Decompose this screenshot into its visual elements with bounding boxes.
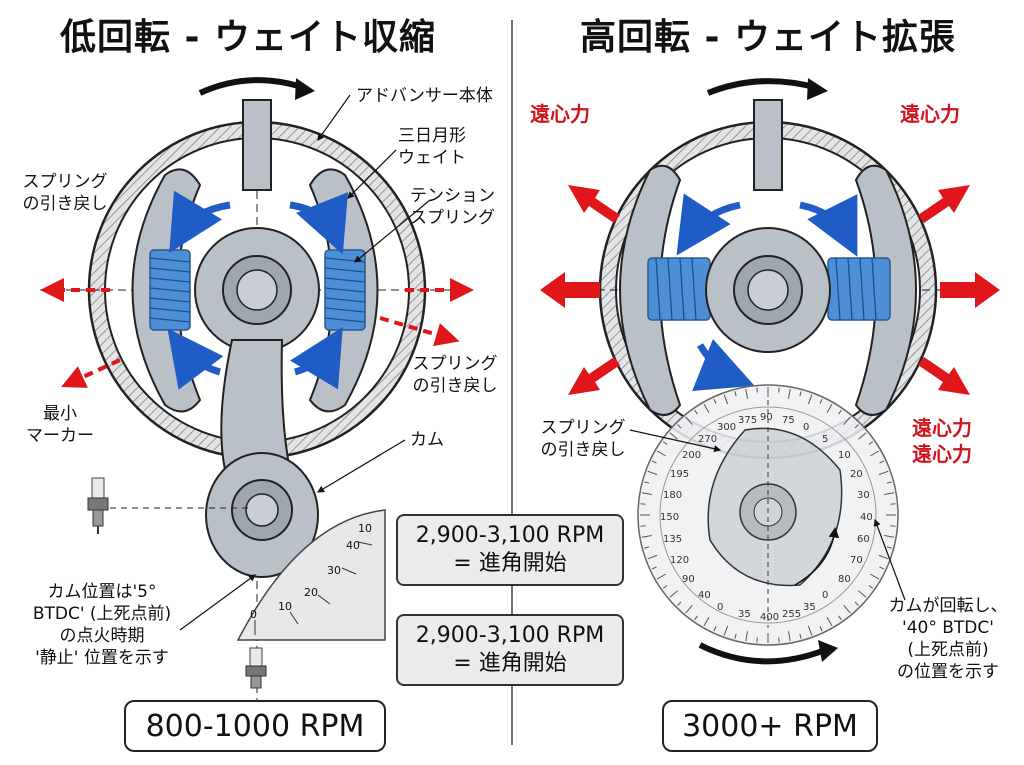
protractor-tick-label: 195 [670, 469, 690, 480]
protractor-tick-label: 180 [663, 490, 683, 501]
cam-note-left-1: カム位置は'5° [47, 582, 157, 602]
centrifugal-label-bottom-2: 遠心力 [912, 442, 972, 466]
protractor-tick-label: 5 [822, 434, 829, 445]
protractor-tick-label: 300 [717, 422, 737, 433]
spring-return-right-panel-1: スプリング [540, 418, 626, 438]
shaft-top [242, 99, 272, 191]
cam-arm [220, 339, 292, 471]
label-spring-return-left-1: スプリング [22, 172, 108, 192]
right-mechanism [540, 78, 1000, 665]
protractor-tick-label: 400 [760, 612, 780, 623]
scale-tick: 20 [304, 586, 318, 599]
cam-note-right-1: カムが回転し、 [888, 596, 1008, 616]
protractor-tick-label: 90 [760, 412, 773, 423]
scale-tick: 10 [358, 522, 372, 535]
centrifugal-label-top-left: 遠心力 [530, 102, 590, 126]
protractor-tick-label: 70 [850, 555, 863, 566]
centrifugal-label-top-right: 遠心力 [900, 102, 960, 126]
spark-plug-icon-upper [87, 477, 109, 534]
rpm-badge-right: 3000+ RPM [662, 700, 878, 752]
rpm-badge-left: 800-1000 RPM [124, 700, 386, 752]
rpm-info-box-2-line1: 2,900-3,100 RPM [415, 623, 605, 648]
protractor-tick-label: 270 [698, 434, 718, 445]
scale-tick: 30 [327, 564, 341, 577]
spring-return-right-panel-2: の引き戻し [540, 440, 626, 460]
centrifugal-label-bottom-1: 遠心力 [912, 416, 972, 440]
protractor-tick-label: 150 [660, 512, 680, 523]
label-spring-return-right-1: スプリング [412, 354, 498, 374]
rpm-info-box-2-line2: = 進角開始 [453, 651, 567, 676]
protractor-tick-label: 35 [803, 602, 816, 613]
label-min-marker-1: 最小 [43, 404, 77, 424]
label-min-marker-2: マーカー [26, 426, 94, 446]
protractor-tick-label: 0 [717, 602, 724, 613]
rpm-info-box-1-line1: 2,900-3,100 RPM [415, 523, 605, 548]
protractor-tick-label: 375 [738, 415, 758, 426]
rpm-info-box-1: 2,900-3,100 RPM = 進角開始 [396, 514, 624, 586]
left-mechanism [40, 77, 474, 700]
label-spring-return-left-2: の引き戻し [22, 194, 108, 214]
protractor-tick-label: 255 [782, 609, 802, 620]
label-cam: カム [410, 430, 444, 450]
protractor-tick-label: 30 [857, 490, 870, 501]
protractor-tick-label: 35 [738, 609, 751, 620]
label-tension-spring-2: スプリング [410, 208, 495, 228]
scale-tick: 40 [346, 539, 360, 552]
protractor-tick-label: 135 [663, 534, 683, 545]
rotation-arrow-left [198, 77, 306, 96]
protractor-tick-label: 120 [670, 555, 690, 566]
scale-tick: 10 [278, 600, 292, 613]
cam-note-left-4: '静止' 位置を示す [35, 648, 169, 668]
cam-note-right-2: '40° BTDC' [902, 618, 994, 638]
protractor-tick-label: 75 [782, 415, 795, 426]
rpm-info-box-1-line2: = 進角開始 [453, 551, 567, 576]
left-title: 低回転 - ウェイト収縮 [60, 17, 437, 58]
cam-note-right-4: の位置を示す [897, 662, 999, 682]
cam-note-right-3: (上死点前) [907, 640, 989, 660]
rpm-info-box-2: 2,900-3,100 RPM = 進角開始 [396, 614, 624, 686]
label-crescent-weight-2: ウェイト [398, 148, 466, 168]
scale-tick: 0 [250, 608, 257, 621]
label-tension-spring-1: テンション [410, 186, 495, 206]
cam-note-left-2: BTDC' (上死点前) [32, 604, 172, 624]
right-title: 高回転 - ウェイト拡張 [580, 17, 957, 58]
protractor-tick-label: 90 [682, 574, 695, 585]
protractor-tick-label: 200 [682, 450, 702, 461]
protractor-tick-label: 80 [838, 574, 851, 585]
protractor-tick-label: 60 [857, 534, 870, 545]
label-spring-return-right-2: の引き戻し [412, 376, 498, 396]
protractor-tick-label: 40 [860, 512, 873, 523]
protractor-tick-label: 20 [850, 469, 863, 480]
cam-note-left-3: の点火時期 [59, 626, 145, 646]
label-crescent-weight-1: 三日月形 [398, 126, 466, 146]
protractor-tick-label: 0 [803, 422, 810, 433]
timing-scale-left [236, 509, 386, 641]
protractor-tick-label: 40 [698, 590, 711, 601]
label-advancer-body: アドバンサー本体 [356, 86, 493, 106]
spark-plug-icon-lower [245, 647, 267, 689]
protractor-tick-label: 10 [838, 450, 851, 461]
protractor-tick-label: 0 [822, 590, 829, 601]
